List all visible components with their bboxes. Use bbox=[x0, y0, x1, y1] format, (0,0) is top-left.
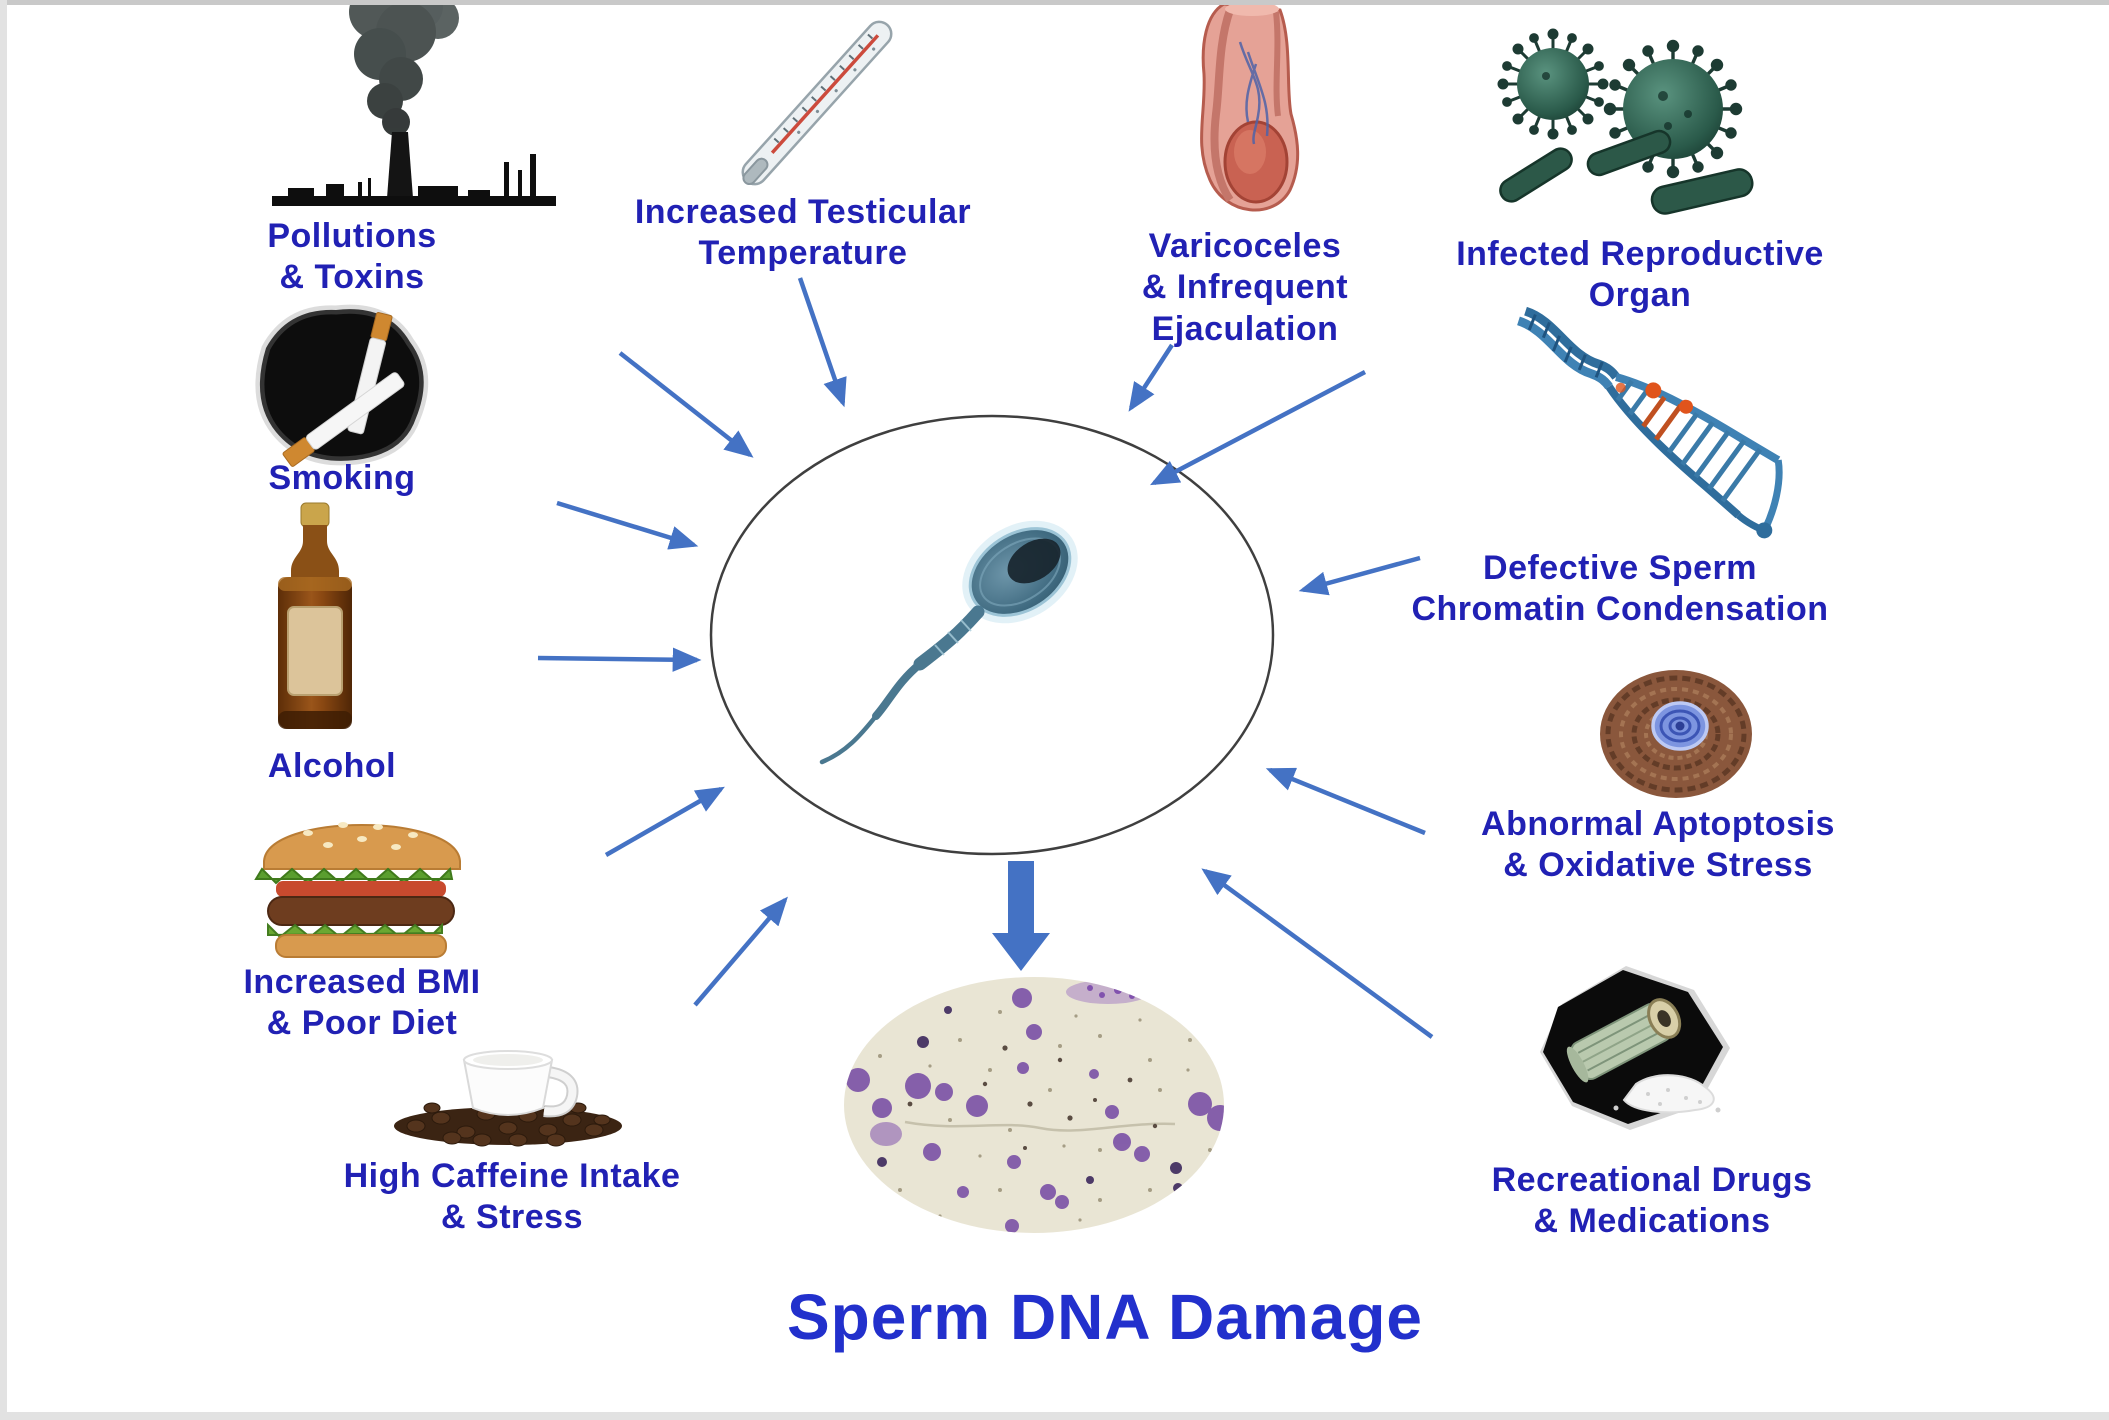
window-edge-bottom bbox=[0, 1412, 2109, 1420]
label-smoking: Smoking bbox=[268, 459, 416, 497]
arrow-varicoceles bbox=[1128, 343, 1174, 412]
page-title: Sperm DNA Damage bbox=[786, 1281, 1424, 1353]
whiskey-bottle-icon bbox=[266, 502, 364, 739]
arrow-infection bbox=[1150, 370, 1367, 486]
label-drugs: Recreational Drugs & Medications bbox=[1491, 1161, 1813, 1241]
arrow-pollutions bbox=[618, 351, 754, 458]
label-caffeine: High Caffeine Intake & Stress bbox=[343, 1157, 681, 1237]
dna-strand-icon bbox=[1512, 298, 1827, 543]
cell-nucleus-icon bbox=[1596, 664, 1758, 806]
factory-smokestack-icon bbox=[268, 0, 560, 216]
thermometer-icon bbox=[722, 8, 902, 198]
label-chromatin: Defective Sperm Chromatin Condensation bbox=[1411, 549, 1829, 629]
result-arrow-icon bbox=[992, 861, 1050, 971]
label-pollutions: Pollutions & Toxins bbox=[267, 217, 437, 297]
label-temperature: Increased Testicular Temperature bbox=[634, 193, 972, 273]
stained-smear-micrograph-icon bbox=[844, 977, 1224, 1233]
label-infection: Infected Reproductive Organ bbox=[1456, 235, 1824, 315]
cause-arrows bbox=[537, 277, 1434, 1039]
hamburger-icon bbox=[248, 797, 476, 959]
coffee-cup-beans-icon bbox=[386, 1046, 630, 1150]
label-alcohol: Alcohol bbox=[267, 747, 397, 785]
arrow-caffeine bbox=[693, 896, 788, 1007]
money-roll-powder-icon bbox=[1518, 952, 1750, 1150]
arrow-bmi bbox=[604, 786, 725, 857]
central-ellipse bbox=[709, 414, 1275, 856]
arrow-drugs bbox=[1201, 868, 1434, 1039]
arrow-apoptosis bbox=[1265, 767, 1426, 836]
sperm-cell-icon bbox=[819, 520, 1078, 765]
cigarettes-icon bbox=[238, 296, 450, 468]
label-varicoceles: Varicoceles & Infrequent Ejaculation bbox=[1141, 227, 1349, 348]
arrow-smoking bbox=[556, 500, 699, 550]
testicle-anatomy-icon bbox=[1168, 2, 1320, 226]
virus-bacteria-icon bbox=[1468, 14, 1760, 232]
window-edge-left bbox=[0, 0, 7, 1412]
arrow-alcohol bbox=[537, 647, 702, 672]
label-bmi: Increased BMI & Poor Diet bbox=[243, 963, 481, 1043]
arrow-temperature bbox=[797, 277, 847, 408]
label-apoptosis: Abnormal Aptoptosis & Oxidative Stress bbox=[1481, 805, 1835, 885]
window-edge-top bbox=[0, 0, 2109, 5]
